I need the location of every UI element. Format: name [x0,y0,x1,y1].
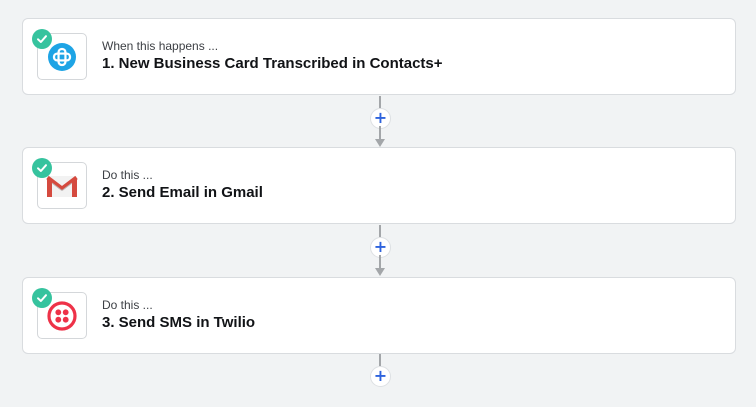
step-kicker: Do this ... [102,298,153,312]
connector-line [379,126,381,140]
plus-icon: + [373,366,388,385]
step-connector-1: + [366,96,394,148]
step-kicker: When this happens ... [102,39,219,53]
app-tile [37,33,87,80]
plus-icon: + [373,108,388,127]
check-icon [32,288,52,308]
contacts-plus-icon [48,42,76,71]
arrow-down-icon [375,268,385,276]
connector-line [379,96,381,108]
check-icon [32,158,52,178]
step-title: 2. Send Email in Gmail [102,184,263,201]
step-title: 3. Send SMS in Twilio [102,314,256,331]
step-card-1[interactable]: When this happens ... 1. New Business Ca… [22,18,736,95]
twilio-icon [47,300,77,331]
gmail-icon [46,175,78,197]
step-card-2[interactable]: Do this ... 2. Send Email in Gmail [22,147,736,224]
arrow-down-icon [375,139,385,147]
connector-line [379,354,381,366]
connector-line [379,255,381,269]
plus-icon: + [373,237,388,256]
connector-line [379,225,381,237]
step-connector-3: + [366,354,394,406]
step-kicker: Do this ... [102,168,153,182]
add-step-button[interactable]: + [370,108,391,129]
step-title: 1. New Business Card Transcribed in Cont… [102,55,443,72]
check-icon [32,29,52,49]
add-step-button[interactable]: + [370,366,391,387]
step-connector-2: + [366,225,394,277]
add-step-button[interactable]: + [370,237,391,258]
app-tile [37,292,87,339]
step-card-3[interactable]: Do this ... 3. Send SMS in Twilio [22,277,736,354]
